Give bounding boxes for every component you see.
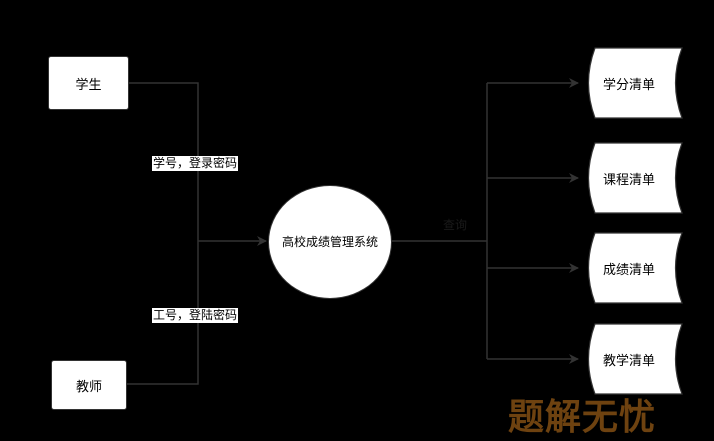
document-1: 学分清单 [581, 47, 683, 119]
entity-student: 学生 [48, 56, 129, 110]
document-shape [587, 47, 683, 119]
document-4-label: 教学清单 [602, 353, 655, 369]
edge-label-teacher-login: 工号，登陆密码 [152, 308, 239, 323]
entity-teacher-label: 教师 [75, 379, 102, 395]
document-2-label: 课程清单 [602, 172, 655, 188]
edge-student-to-system [129, 82, 199, 241]
watermark-logo: 题解无忧 [508, 397, 657, 438]
process-system-label: 高校成绩管理系统 [282, 235, 379, 249]
entity-teacher: 教师 [51, 360, 127, 410]
document-2: 课程清单 [581, 142, 683, 214]
document-shape [587, 323, 683, 395]
entity-student-label: 学生 [75, 77, 102, 93]
process-system: 高校成绩管理系统 [268, 185, 392, 299]
document-shape [587, 232, 683, 304]
document-shape [587, 142, 683, 214]
document-4: 教学清单 [581, 323, 683, 395]
document-1-label: 学分清单 [602, 77, 655, 93]
edge-teacher-to-system [126, 241, 199, 385]
document-3: 成绩清单 [581, 232, 683, 304]
edge-label-query: 查询 [443, 216, 468, 233]
edge-label-student-login: 学号，登录密码 [152, 156, 239, 171]
document-3-label: 成绩清单 [602, 262, 655, 278]
